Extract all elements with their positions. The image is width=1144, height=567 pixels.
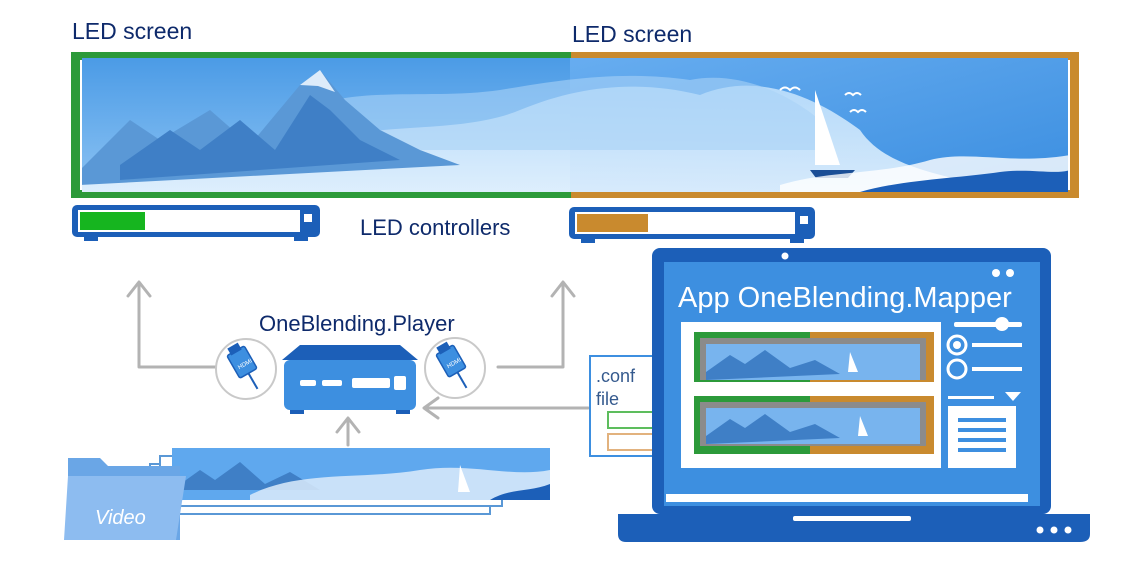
- mapper-controls: [946, 317, 1022, 468]
- conf-file-label-line1: .conf: [596, 366, 636, 386]
- video-label: Video: [95, 507, 146, 529]
- led-screen-left-label: LED screen: [72, 18, 193, 44]
- led-controllers-label: LED controllers: [360, 215, 511, 240]
- connection-arrows: [126, 280, 590, 447]
- hdmi-left-icon: HDMI: [215, 338, 277, 400]
- video-folder-icon: [64, 458, 186, 540]
- led-controller-right-level: [577, 214, 648, 232]
- panorama-image: [82, 58, 1068, 192]
- player-label: OneBlending.Player: [259, 311, 455, 336]
- conf-file-label-line2: file: [596, 389, 620, 409]
- player-device-icon: [282, 345, 418, 414]
- led-screen-right-label: LED screen: [572, 21, 693, 47]
- led-controller-left-level: [80, 212, 145, 230]
- video-stack: [129, 448, 550, 515]
- led-controller-left: [72, 205, 320, 241]
- mapper-workspace: [681, 322, 941, 468]
- app-title: App OneBlending.Mapper: [678, 282, 1012, 314]
- led-controller-right: [569, 207, 815, 243]
- hdmi-right-icon: HDMI: [424, 337, 486, 399]
